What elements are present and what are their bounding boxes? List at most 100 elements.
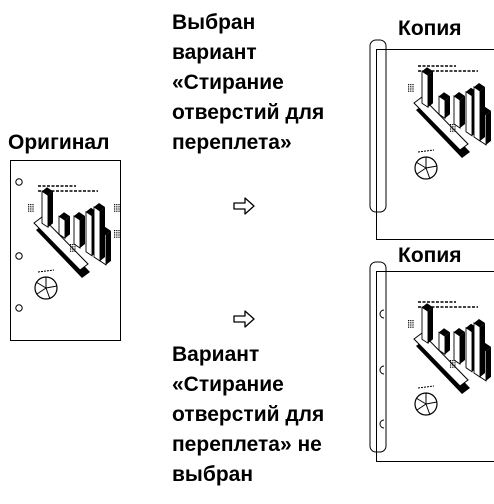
label-dot (452, 126, 454, 128)
chart-bar-side (445, 96, 450, 119)
chart-bar-top (454, 328, 465, 336)
pie-slice-line (425, 167, 431, 180)
label-dot (28, 206, 30, 208)
label-dot (70, 246, 72, 248)
pie-caption-line (37, 269, 55, 273)
caption-erase-selected: Выбран вариант «Стирание отверстий для п… (172, 8, 324, 158)
chart-base (413, 332, 469, 387)
label-dot (74, 246, 76, 248)
label-dot (412, 90, 414, 92)
chart-bar-top (474, 83, 485, 91)
pie-slice-line (45, 285, 58, 289)
caption-line: «Стирание (172, 71, 284, 94)
chart-bar-front (465, 90, 473, 137)
chart-bar-side (428, 71, 433, 108)
label-dot (452, 364, 454, 366)
punch-hole-icon (379, 419, 385, 429)
label-dot (116, 236, 118, 238)
pie-slice-line (36, 287, 47, 295)
chart-bar-front (453, 331, 461, 365)
label-dot (454, 126, 456, 128)
chart-bar-front (85, 210, 93, 257)
label-dot (116, 232, 118, 234)
label-dot (408, 322, 410, 324)
label-dot (408, 326, 410, 328)
pie-slice-line (425, 165, 438, 169)
label-dot (454, 128, 456, 130)
label-dot (450, 128, 452, 130)
label-dot (116, 208, 118, 210)
label-dot (410, 86, 412, 88)
label-dot (118, 206, 120, 208)
chart-bar-front (41, 190, 49, 229)
label-dot (450, 124, 452, 126)
label-dot (452, 128, 454, 130)
chart-bar-side (460, 332, 465, 364)
caption-line: вариант (172, 41, 257, 64)
chart-bar-side (480, 323, 485, 377)
label-dot (410, 326, 412, 328)
chart-bar-front (421, 306, 429, 345)
label-dot (118, 208, 120, 210)
label-dot (70, 248, 72, 250)
label-dot (410, 324, 412, 326)
label-dot (408, 90, 410, 92)
hollow-right-arrow-icon (233, 310, 255, 328)
label-dot (116, 230, 118, 232)
label-dot (30, 208, 32, 210)
caption-line: переплета» не (172, 433, 322, 456)
label-dot (114, 232, 116, 234)
chart-bar-side (80, 216, 85, 248)
label-dot (72, 246, 74, 248)
label-dot (454, 360, 456, 362)
paper-sheet (376, 49, 494, 240)
chart-bar-front (453, 95, 461, 129)
pie-slice-line (415, 161, 427, 169)
label-dot (454, 124, 456, 126)
label-dot (118, 210, 120, 212)
label-dot (410, 90, 412, 92)
copy-document-holes-kept (369, 261, 494, 462)
label-dot (30, 204, 32, 206)
caption-line: Выбран (172, 11, 256, 34)
label-dot (450, 360, 452, 362)
chart-illustration (408, 301, 491, 416)
label-dot (118, 232, 120, 234)
label-dot (74, 250, 76, 252)
copy-label-bottom: Копия (398, 244, 462, 267)
label-dot (450, 130, 452, 132)
label-dot (72, 248, 74, 250)
label-dot (408, 86, 410, 88)
copy-document-holes-erased (369, 39, 494, 240)
pie-slice-line (425, 403, 431, 416)
label-dot (70, 244, 72, 246)
chart-bar-side (48, 191, 53, 228)
label-dot (28, 208, 30, 210)
chart-bar-front (473, 322, 481, 378)
label-dot (452, 362, 454, 364)
chart-bar-side (486, 346, 491, 381)
erased-area-highlight (369, 39, 387, 213)
label-dot (116, 206, 118, 208)
chart-bar-front (93, 206, 101, 262)
label-dot (74, 244, 76, 246)
label-dot (118, 234, 120, 236)
chart-bar-top (94, 203, 105, 211)
chart-bar-side (100, 207, 105, 261)
label-dot (114, 208, 116, 210)
label-dot (410, 88, 412, 90)
pie-slice-line (416, 403, 427, 411)
chart-base (33, 216, 89, 271)
pie-caption-line (417, 149, 435, 153)
label-dot (410, 320, 412, 322)
label-dot (452, 360, 454, 362)
caption-line: отверстий для (172, 101, 325, 124)
chart-bar-side (106, 230, 111, 265)
pie-slice-line (416, 167, 427, 175)
label-dot (32, 208, 34, 210)
label-dot (72, 250, 74, 252)
chart-bar-top (439, 92, 450, 101)
caption-line: отверстий для (172, 403, 325, 426)
chart-bar-front (473, 86, 481, 142)
label-dot (450, 362, 452, 364)
